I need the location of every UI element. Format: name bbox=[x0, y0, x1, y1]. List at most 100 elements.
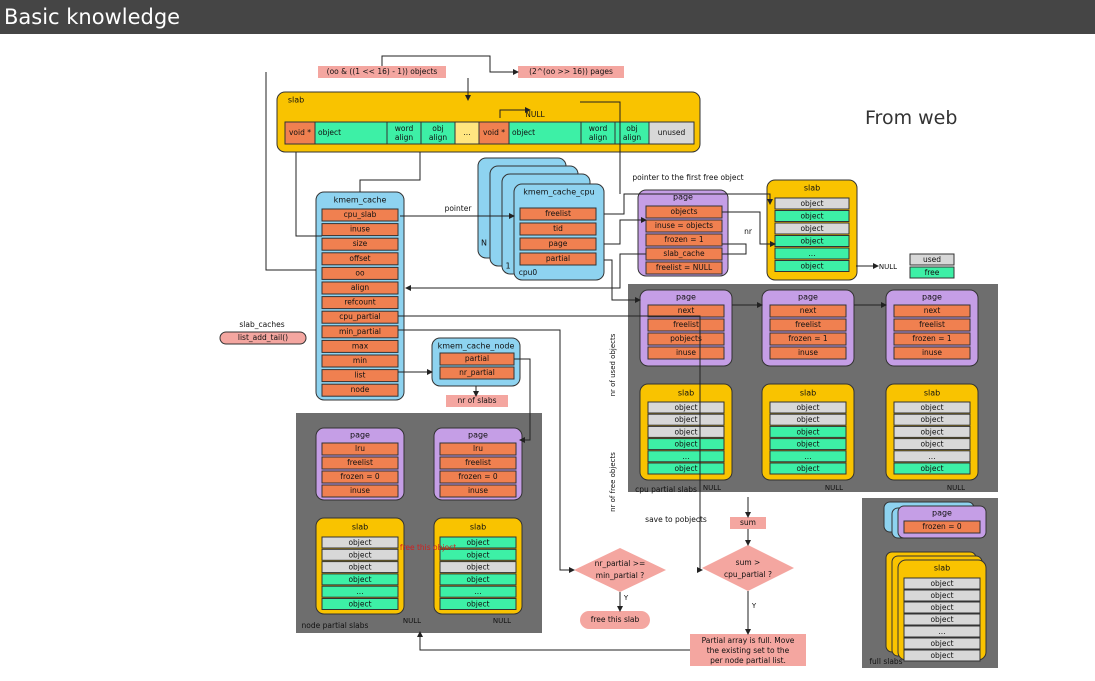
cpu-partial-slab-object bbox=[769, 438, 847, 451]
kmem-cache-field-label: cpu_slab bbox=[344, 210, 377, 219]
cpu-partial-slab-object bbox=[647, 462, 725, 475]
nr-label: nr bbox=[744, 227, 753, 236]
kmem-cache-node-field-label: partial bbox=[465, 354, 489, 363]
full-page-field-label: frozen = 0 bbox=[922, 522, 962, 531]
kmem-cache-cpu-field-label: tid bbox=[553, 224, 563, 233]
cpu-partial-page-field bbox=[769, 346, 847, 360]
kmem-cache-node-title: kmem_cache_node bbox=[438, 342, 515, 351]
cpu-partial-page-field bbox=[647, 318, 725, 332]
kmem-cache-node-field-label: nr_partial bbox=[459, 368, 495, 377]
source-note: From web bbox=[865, 107, 958, 129]
kmem-cache-field bbox=[321, 266, 399, 280]
cpu-partial-slab-object-label: object bbox=[674, 415, 697, 424]
conn-min-partial bbox=[398, 329, 575, 573]
kmem-cache-field-label: inuse bbox=[350, 225, 370, 234]
node-partial-slab-object-label: object bbox=[466, 575, 489, 584]
free-slab-box bbox=[580, 611, 650, 629]
cond1-diamond bbox=[574, 548, 666, 592]
page-title: Basic knowledge bbox=[4, 5, 181, 29]
node-partial-slab-object-label: object bbox=[348, 575, 371, 584]
legend-used-box bbox=[909, 253, 955, 266]
node-partial-page-field-label: frozen = 0 bbox=[340, 472, 380, 481]
main-page-field bbox=[645, 233, 723, 247]
pages-expr-label: (2^(oo >> 16)) pages bbox=[529, 67, 613, 76]
node-partial-page-field bbox=[321, 484, 399, 498]
full-page-title: page bbox=[932, 509, 952, 518]
kmem-cache-field-label: min bbox=[353, 356, 367, 365]
full-slabs-label: full slabs bbox=[869, 657, 902, 666]
node-partial-page-field-label: inuse bbox=[350, 486, 370, 495]
cpu-partial-page-title: page bbox=[922, 293, 942, 302]
kmem-cache-field-label: cpu_partial bbox=[339, 312, 381, 321]
conn-nr bbox=[722, 211, 776, 247]
cpu-partial-page-field-label: freelist bbox=[919, 320, 945, 329]
pointer-first-label: pointer to the first free object bbox=[632, 173, 743, 182]
kmem-cache-field bbox=[321, 339, 399, 353]
cpu-partial-slab-object-label: object bbox=[674, 464, 697, 473]
main-page-field-label: inuse = objects bbox=[655, 221, 713, 230]
main-slab-null: NULL bbox=[879, 263, 897, 271]
conn-cpu-partial bbox=[398, 315, 703, 573]
cpu-one-label: 1 bbox=[505, 262, 510, 271]
node-partial-slab-object bbox=[439, 585, 517, 598]
node-partial-slab-object-label: ... bbox=[474, 587, 481, 596]
kmem-cache-cpu-field-label: partial bbox=[546, 254, 570, 263]
kmem-cache-field bbox=[321, 383, 399, 397]
cpu-partial-page-field bbox=[893, 346, 971, 360]
node-partial-page-field bbox=[321, 470, 399, 484]
cpu-partial-slab-object bbox=[647, 450, 725, 463]
cpu-partial-slab-object-label: object bbox=[674, 427, 697, 436]
node-partial-page-field bbox=[439, 442, 517, 456]
cpu-partial-page-field-label: next bbox=[678, 306, 695, 315]
slab-strip-cell-label: align bbox=[623, 133, 642, 142]
cpu-partial-page-title: page bbox=[676, 293, 696, 302]
main-slab-object bbox=[774, 222, 850, 235]
kmem-cache-field-label: offset bbox=[349, 254, 370, 263]
cpu-partial-slab-object-label: object bbox=[674, 440, 697, 449]
cpu-partial-page-field-label: next bbox=[924, 306, 941, 315]
node-partial-slab-object bbox=[439, 536, 517, 549]
kmem-cache-cpu-field bbox=[519, 252, 597, 266]
cpu-partial-slab-object-label: ... bbox=[682, 452, 689, 461]
node-partial-page-field bbox=[439, 456, 517, 470]
cpu-partial-slab-object-label: ... bbox=[804, 452, 811, 461]
cpu-partial-slab-object bbox=[769, 401, 847, 414]
node-partial-page-field-label: inuse bbox=[468, 486, 488, 495]
cpu-partial-slab-object-label: object bbox=[796, 427, 819, 436]
conn-partial bbox=[604, 259, 641, 303]
cpu-partial-slab-object bbox=[647, 401, 725, 414]
conn-msg-back bbox=[417, 631, 690, 651]
cpu-partial-slab-object-label: object bbox=[796, 403, 819, 412]
main-slab-object bbox=[774, 260, 850, 272]
full-slab-object-label: object bbox=[930, 651, 953, 660]
conn-align bbox=[359, 152, 421, 192]
full-msg-line1: Partial array is full. Move bbox=[702, 636, 795, 645]
slab-caches-label: slab_caches bbox=[239, 320, 284, 329]
cpu-partial-slab-object-label: object bbox=[796, 415, 819, 424]
slab-strip-cell-label: word bbox=[395, 124, 414, 133]
kmem-cache-field-label: list bbox=[354, 371, 365, 380]
conn-size bbox=[295, 152, 322, 237]
conn-strip-right bbox=[580, 101, 621, 194]
full-slab-object bbox=[903, 601, 981, 614]
full-slab-title: slab bbox=[934, 564, 950, 573]
slab-strip-cell-label: obj bbox=[626, 124, 637, 133]
node-partial-slab-object bbox=[321, 561, 399, 574]
main-page-field bbox=[645, 261, 723, 275]
node-partial-slab-object bbox=[321, 548, 399, 561]
kmem-cache-cpu-field-label: page bbox=[549, 239, 568, 248]
cpu-partial-page-field-label: pobjects bbox=[670, 334, 702, 343]
kmem-cache-node-field bbox=[439, 366, 515, 380]
cpu-partial-slab-object bbox=[893, 450, 971, 463]
cpu-partial-page-field-label: frozen = 1 bbox=[912, 334, 952, 343]
objects-expr-label: (oo & ((1 << 16) - 1)) objects bbox=[327, 67, 438, 76]
cond2-diamond bbox=[702, 545, 794, 591]
node-partial-slab-object-label: object bbox=[348, 600, 371, 609]
conn-page bbox=[604, 217, 647, 245]
nr-of-slabs-box bbox=[446, 395, 508, 407]
node-partial-slab-object bbox=[439, 573, 517, 586]
cpu-partial-slab-object bbox=[769, 450, 847, 463]
node-partial-label: node partial slabs bbox=[302, 621, 369, 630]
kmem-cache-cpu-field bbox=[519, 207, 597, 221]
node-partial-slab-title: slab bbox=[470, 523, 486, 532]
